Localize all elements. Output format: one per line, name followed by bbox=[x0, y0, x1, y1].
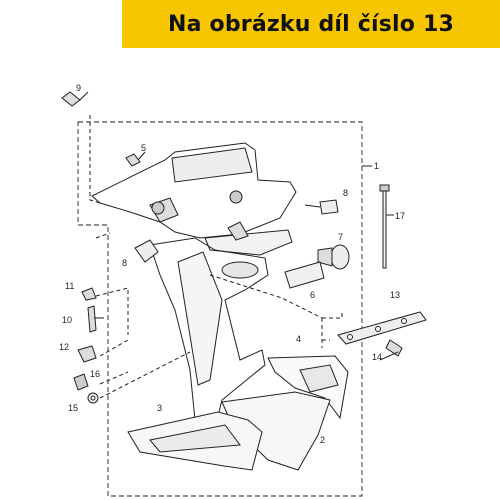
callout-14: 14 bbox=[372, 352, 382, 362]
callout-4: 4 bbox=[296, 334, 301, 344]
lens-6 bbox=[284, 261, 325, 289]
assembly-frame bbox=[77, 121, 363, 497]
callout-9: 9 bbox=[76, 83, 81, 93]
tail-housing bbox=[91, 142, 297, 239]
callout-8-lower: 8 bbox=[122, 258, 127, 268]
rear-fender bbox=[149, 237, 269, 441]
callout-16: 16 bbox=[90, 369, 100, 379]
lens-8-lower bbox=[134, 239, 159, 263]
callout-11: 11 bbox=[65, 281, 74, 291]
screw-12 bbox=[77, 345, 97, 363]
bulb-8-upper bbox=[319, 199, 339, 215]
bulb-7 bbox=[330, 244, 350, 270]
callout-3: 3 bbox=[157, 403, 162, 413]
nut-16 bbox=[73, 373, 89, 391]
banner-text: Na obrázku díl číslo 13 bbox=[168, 11, 454, 37]
callout-10: 10 bbox=[62, 315, 72, 325]
callout-6: 6 bbox=[310, 290, 315, 300]
screw-9 bbox=[61, 91, 81, 107]
callout-13: 13 bbox=[390, 290, 400, 300]
part-number-banner: Na obrázku díl číslo 13 bbox=[122, 0, 500, 48]
callout-12: 12 bbox=[59, 342, 69, 352]
callout-8-upper: 8 bbox=[343, 188, 348, 198]
cable-tie-17 bbox=[382, 189, 387, 269]
callout-17: 17 bbox=[395, 211, 405, 221]
screw-10 bbox=[87, 305, 97, 333]
screw-5 bbox=[125, 153, 141, 167]
callout-1: 1 bbox=[374, 161, 379, 171]
callout-7: 7 bbox=[338, 232, 343, 242]
callout-labels: 1 2 3 4 5 6 7 8 8 9 10 11 12 13 14 15 16… bbox=[59, 83, 405, 445]
clip-11 bbox=[81, 287, 97, 301]
callout-15: 15 bbox=[68, 403, 78, 413]
callout-5: 5 bbox=[141, 143, 146, 153]
tail-housing-lens bbox=[171, 147, 253, 183]
callout-2: 2 bbox=[320, 435, 325, 445]
